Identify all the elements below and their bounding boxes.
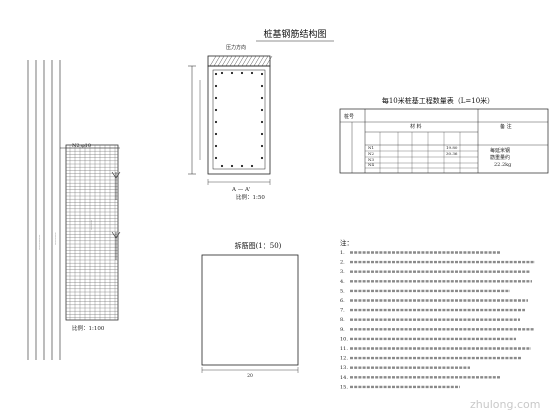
note-number: 2. <box>340 260 345 266</box>
header-id: 桩号 <box>344 113 354 120</box>
svg-text:‒‒‒‒‒: ‒‒‒‒‒ <box>52 232 57 245</box>
notes-heading: 注： <box>340 238 353 247</box>
top-label: 压力方向 <box>226 44 246 51</box>
header-note: 备 注 <box>500 123 512 130</box>
note-number: 12. <box>340 356 348 362</box>
table-values: 19.80 30.36 <box>446 145 458 156</box>
section-label: A — A' <box>231 187 250 193</box>
note-number: 9. <box>340 327 345 333</box>
note-line: 筋重量约 <box>490 154 510 161</box>
note-number: 7. <box>340 308 345 314</box>
note-line: 每延米钢 <box>490 147 510 154</box>
note-number: 15. <box>340 384 348 390</box>
note-number: 4. <box>340 279 345 285</box>
left-pile-vertical-labels: ‒‒‒‒‒‒ ‒‒‒‒‒ ‒‒‒‒ <box>36 219 93 250</box>
note-number: 11. <box>340 346 348 352</box>
quantity-table <box>339 108 549 174</box>
note-number: 3. <box>340 269 345 275</box>
table-row-id: N4 <box>368 162 375 167</box>
section-scale: 比例：1:50 <box>236 193 265 201</box>
note-number: 10. <box>340 336 348 342</box>
table-row-id: N2 <box>368 151 375 156</box>
note-number: 1. <box>340 250 345 256</box>
table-value: 30.36 <box>446 151 458 156</box>
note-line: 22.2kg <box>494 162 512 168</box>
developed-view <box>201 254 299 373</box>
notes-list: 1. 2. 3. 4. 5. 6. 7. 8. 9. 10. 11. 12. 13. 14. 15. <box>340 250 535 390</box>
table-row-id: N1 <box>368 145 374 150</box>
table-note: 每延米钢 筋重量约 22.2kg <box>490 147 512 168</box>
note-number: 14. <box>340 375 348 381</box>
developed-bottom-dim: 20 <box>247 373 253 379</box>
note-number: 5. <box>340 288 345 294</box>
svg-text:‒‒‒‒‒‒: ‒‒‒‒‒‒ <box>36 234 41 250</box>
developed-title: 拆筋图(1：50) <box>235 241 282 250</box>
drawing-title: 桩基钢筋结构图 <box>263 28 326 40</box>
watermark: zhulong.com <box>470 398 540 411</box>
svg-text:‒‒‒‒: ‒‒‒‒ <box>88 219 93 230</box>
table-headers: 桩号 材 料 备 注 <box>344 113 512 130</box>
left-pile-scale: 比例：1:100 <box>72 324 105 332</box>
left-dim-label: N2 φ10 <box>72 143 91 149</box>
note-number: 6. <box>340 298 345 304</box>
table-title: 每10米桩基工程数量表（L=10米） <box>382 96 494 105</box>
header-material: 材 料 <box>410 123 422 130</box>
table-row-id: N3 <box>368 157 375 162</box>
left-pile-elevation <box>27 60 121 360</box>
note-number: 8. <box>340 317 345 323</box>
pile-section-view: 压力方向 <box>188 44 273 185</box>
note-number: 13. <box>340 365 348 371</box>
table-row-ids: N1 N2 N3 N4 <box>368 145 375 167</box>
table-value: 19.80 <box>446 145 458 150</box>
